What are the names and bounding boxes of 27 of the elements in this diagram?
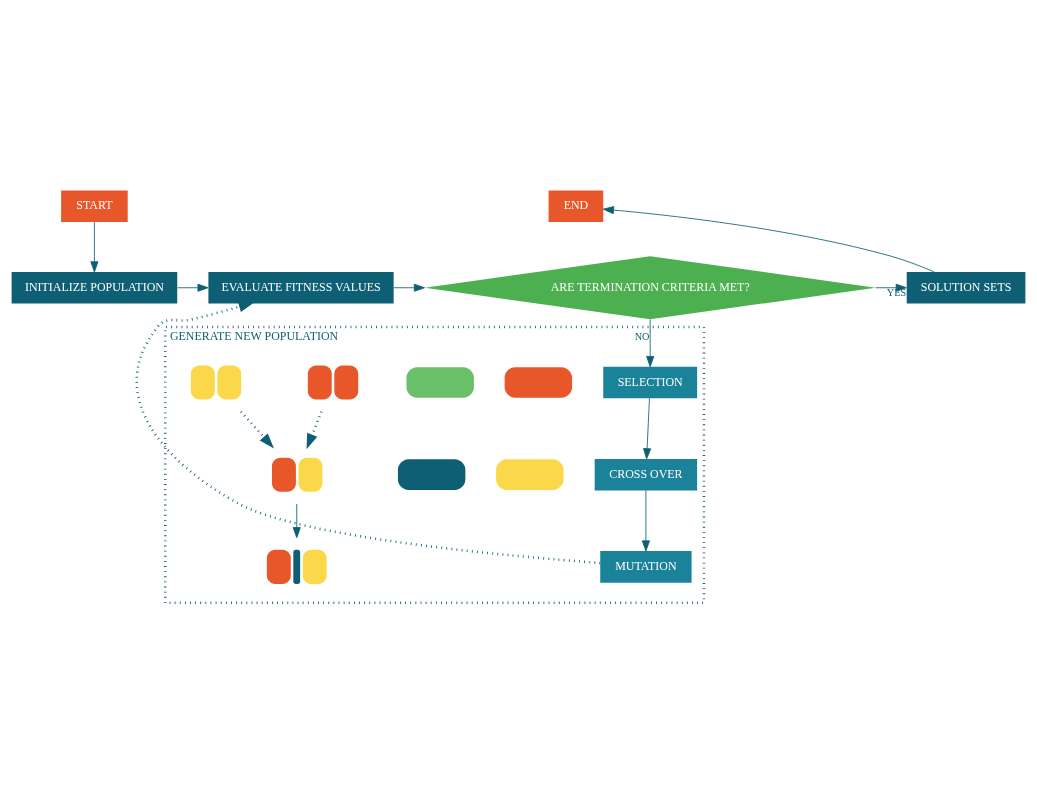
node-box: EVALUATE FITNESS VALUES: [208, 271, 394, 304]
node-box: MUTATION: [600, 550, 692, 583]
node-box: END: [548, 189, 604, 222]
arrow: [875, 283, 907, 292]
arrow: [393, 283, 425, 292]
arrow: [602, 205, 935, 272]
arrow: [135, 301, 601, 564]
node-diamond: ARE TERMINATION CRITERIA MET?: [424, 255, 876, 319]
arrow: [306, 410, 323, 449]
node-box: SOLUTION SETS: [906, 271, 1026, 304]
node-box: [397, 458, 466, 490]
arrow: [646, 318, 655, 367]
arrow: [90, 221, 99, 272]
arrow: [240, 410, 274, 448]
arrow: [643, 397, 652, 459]
node-box: [496, 458, 564, 490]
arrow: [641, 489, 650, 551]
node-box: [504, 366, 573, 398]
arrow: [292, 503, 301, 538]
node-box: SELECTION: [603, 366, 698, 398]
node-box: INITIALIZE POPULATION: [11, 271, 178, 304]
edge-label: NO: [634, 330, 650, 342]
node-box: START: [61, 189, 128, 222]
edge-label: YES: [886, 286, 907, 298]
node-box: [406, 366, 474, 398]
arrow: [177, 283, 209, 292]
node-box: CROSS OVER: [594, 458, 698, 490]
